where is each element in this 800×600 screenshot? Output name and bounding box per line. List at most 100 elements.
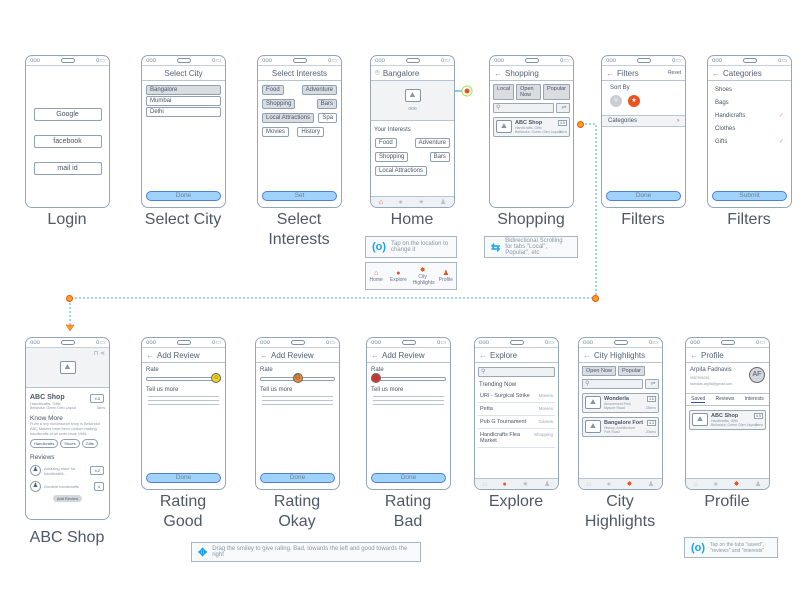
city-highlights-tab-icon[interactable]: ✸ bbox=[626, 481, 633, 488]
text-line[interactable] bbox=[373, 396, 444, 397]
profile-tab-icon[interactable]: ♟ bbox=[439, 199, 447, 206]
rating-slider[interactable]: ☹ bbox=[260, 373, 335, 383]
explore-tab-icon[interactable]: ● bbox=[398, 198, 403, 206]
smiley-handle-icon[interactable]: ☺ bbox=[211, 373, 222, 383]
facebook-login-button[interactable]: facebook bbox=[33, 135, 102, 148]
text-line[interactable] bbox=[262, 396, 333, 397]
tag-chip[interactable]: Handicrafts bbox=[30, 439, 59, 448]
profile-tab-icon[interactable]: ♟ bbox=[543, 481, 551, 488]
interest-spa[interactable]: Spa bbox=[318, 113, 337, 123]
filter-tab-popular[interactable]: Popular bbox=[543, 84, 570, 100]
profile-tab-icon[interactable]: ♟ bbox=[754, 481, 762, 488]
smiley-handle-icon[interactable]: ☹ bbox=[370, 373, 381, 383]
category-gifts[interactable]: Gifts✓ bbox=[715, 136, 784, 149]
text-line[interactable] bbox=[373, 404, 444, 405]
search-input[interactable]: ⚲ bbox=[582, 379, 643, 389]
home-tab-icon[interactable]: ⌂ bbox=[378, 198, 383, 206]
interest-movies[interactable]: Movies bbox=[262, 127, 290, 137]
text-line[interactable] bbox=[148, 404, 219, 405]
city-option-bangalore[interactable]: Bangalore bbox=[146, 85, 221, 95]
interest-shopping[interactable]: Shopping bbox=[262, 99, 296, 109]
tab-reviews[interactable]: Reviews bbox=[715, 396, 735, 402]
city-option-mumbai[interactable]: Mumbai bbox=[146, 96, 221, 106]
filter-button[interactable]: ⇌ bbox=[556, 103, 570, 113]
submit-button[interactable]: Submit bbox=[712, 191, 787, 201]
back-arrow-icon[interactable]: ← bbox=[146, 350, 154, 360]
filter-tab-open-now[interactable]: Open Now bbox=[582, 366, 616, 376]
email-login-button[interactable]: mail id bbox=[33, 162, 102, 175]
category-bags[interactable]: Bags bbox=[715, 97, 784, 110]
done-button[interactable]: Done bbox=[260, 473, 335, 483]
done-button[interactable]: Done bbox=[606, 191, 681, 201]
interest-adventure[interactable]: Adventure bbox=[301, 85, 337, 95]
done-button[interactable]: Done bbox=[146, 473, 221, 483]
city-highlights-tab-icon[interactable]: ✸ bbox=[733, 481, 740, 488]
add-review-button[interactable]: Add Review bbox=[52, 495, 83, 502]
city-highlights-tab-icon[interactable]: ★ bbox=[522, 481, 529, 488]
back-arrow-icon[interactable]: ← bbox=[690, 350, 698, 360]
back-arrow-icon[interactable]: ← bbox=[494, 68, 502, 78]
category-clothes[interactable]: Clothes bbox=[715, 123, 784, 136]
back-arrow-icon[interactable]: ← bbox=[260, 350, 268, 360]
home-tab-icon[interactable]: ⌂ bbox=[586, 480, 592, 488]
filter-button[interactable]: ⇌ bbox=[645, 379, 659, 389]
sort-by-distance-icon[interactable]: ⌾ bbox=[610, 95, 622, 107]
avatar[interactable]: AF bbox=[749, 367, 765, 383]
banner-carousel[interactable]: ⛰ ooo bbox=[371, 81, 454, 121]
interest-history[interactable]: History bbox=[297, 127, 324, 137]
interest-food[interactable]: Food bbox=[375, 138, 397, 148]
google-login-button[interactable]: Google bbox=[33, 108, 102, 121]
back-arrow-icon[interactable]: ← bbox=[371, 350, 379, 360]
search-input[interactable]: ⚲ bbox=[493, 103, 554, 113]
city-option-delhi[interactable]: Delhi bbox=[146, 107, 221, 117]
set-button[interactable]: Set bbox=[262, 191, 337, 201]
location-header[interactable]: ⌾Bangalore bbox=[371, 66, 454, 81]
interest-bars[interactable]: Bars bbox=[429, 152, 450, 162]
text-line[interactable] bbox=[262, 400, 333, 401]
text-line[interactable] bbox=[262, 404, 333, 405]
interest-bars[interactable]: Bars bbox=[316, 99, 337, 109]
back-arrow-icon[interactable]: ← bbox=[479, 350, 487, 360]
interest-food[interactable]: Food bbox=[262, 85, 284, 95]
interest-adventure[interactable]: Adventure bbox=[414, 138, 450, 148]
back-arrow-icon[interactable]: ← bbox=[583, 350, 591, 360]
tab-interests[interactable]: Interests bbox=[744, 396, 764, 402]
explore-tab-icon[interactable]: ● bbox=[713, 480, 718, 488]
bookmark-share-icon[interactable]: ⊓ ⋖ bbox=[93, 351, 105, 357]
done-button[interactable]: Done bbox=[146, 191, 221, 201]
explore-tab-icon[interactable]: ● bbox=[502, 480, 507, 488]
sort-by-rating-icon[interactable]: ★ bbox=[628, 95, 640, 107]
category-handicrafts[interactable]: Handicrafts✓ bbox=[715, 110, 784, 123]
explore-tab-icon[interactable]: ● bbox=[606, 480, 611, 488]
interest-local-attractions[interactable]: Local Attractions bbox=[262, 113, 315, 123]
done-button[interactable]: Done bbox=[371, 473, 446, 483]
city-highlights-tab-icon[interactable]: ★ bbox=[418, 199, 425, 206]
filter-tab-local[interactable]: Local bbox=[493, 84, 515, 100]
interest-local-attractions[interactable]: Local Attractions bbox=[375, 166, 428, 176]
profile-tab-icon[interactable]: ♟ bbox=[647, 481, 655, 488]
smiley-handle-icon[interactable]: ☹ bbox=[292, 373, 303, 383]
category-shoes[interactable]: Shoes bbox=[715, 84, 784, 97]
interest-shopping[interactable]: Shopping bbox=[375, 152, 409, 162]
text-line[interactable] bbox=[148, 400, 219, 401]
text-line[interactable] bbox=[148, 396, 219, 397]
filter-tab-popular[interactable]: Popular bbox=[618, 366, 645, 376]
rating-slider[interactable]: ☺ bbox=[146, 373, 222, 383]
tag-chip[interactable]: Shoes bbox=[60, 439, 80, 448]
text-line[interactable] bbox=[373, 400, 444, 401]
reset-button[interactable]: Reset bbox=[667, 70, 681, 76]
back-arrow-icon[interactable]: ← bbox=[712, 68, 720, 78]
rating-slider[interactable]: ☹ bbox=[370, 373, 446, 383]
tab-saved[interactable]: Saved bbox=[691, 396, 706, 403]
categories-row[interactable]: Categories› bbox=[602, 115, 685, 127]
back-arrow-icon[interactable]: ← bbox=[606, 68, 614, 78]
filter-tab-open-now[interactable]: Open Now bbox=[516, 84, 542, 100]
